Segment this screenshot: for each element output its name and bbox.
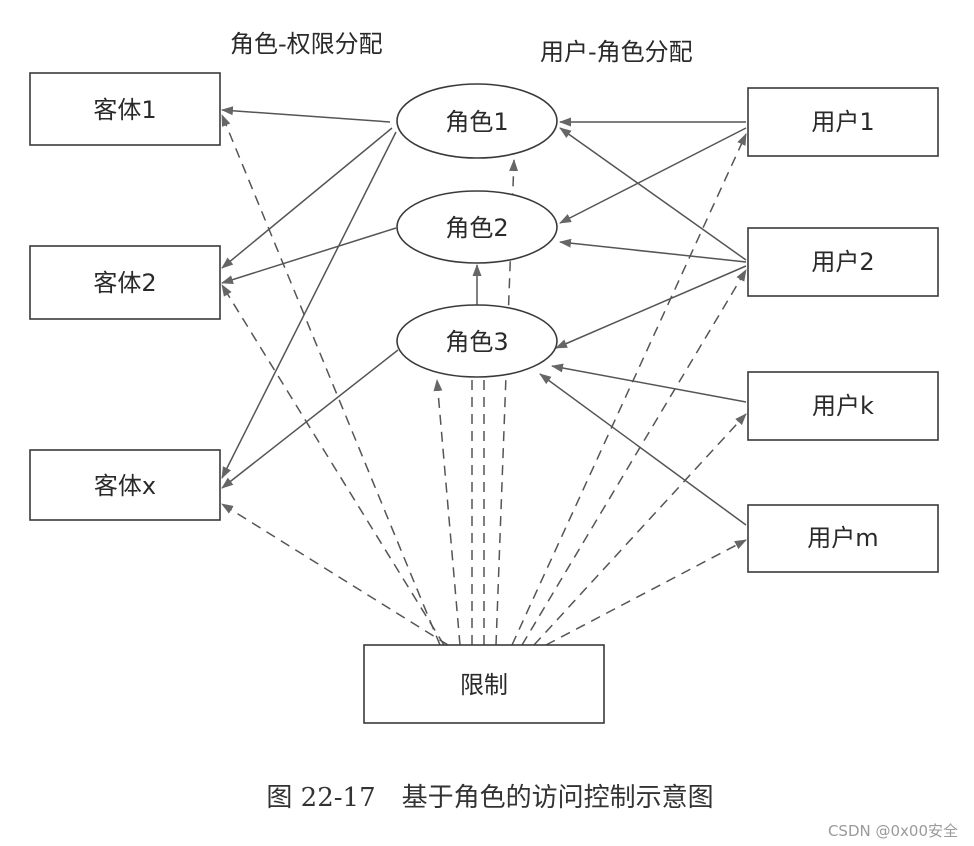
edge-user2-role3 xyxy=(555,265,747,349)
header-role-permission: 角色-权限分配 xyxy=(230,30,383,58)
role-label-3: 角色3 xyxy=(445,328,508,356)
role-label-2: 角色2 xyxy=(445,214,508,242)
dash-role3-a xyxy=(433,379,461,646)
user-box-k: 用户k xyxy=(747,371,939,441)
role-node-3: 角色3 xyxy=(396,304,558,378)
edge-userk-role3 xyxy=(551,363,747,403)
dash-role1 xyxy=(495,159,519,646)
constraint-box: 限制 xyxy=(363,644,605,724)
object-label-x: 客体x xyxy=(94,472,156,500)
watermark: CSDN @0x00安全 xyxy=(828,822,958,840)
dash-objectx xyxy=(221,503,449,646)
edge-userm-role3 xyxy=(539,373,747,526)
object-label-1: 客体1 xyxy=(93,96,156,124)
dash-object2 xyxy=(221,284,445,646)
object-box-x: 客体x xyxy=(29,449,221,521)
user-label-1: 用户1 xyxy=(811,108,874,136)
role-node-1: 角色1 xyxy=(396,83,558,159)
role-object-edges xyxy=(221,106,399,489)
user-label-m: 用户m xyxy=(807,524,878,552)
edge-role2-object2 xyxy=(221,227,397,284)
edge-user2-role2 xyxy=(559,238,747,263)
edge-role1-object1 xyxy=(221,106,391,123)
role-label-1: 角色1 xyxy=(445,108,508,136)
header-user-role: 用户-角色分配 xyxy=(540,38,693,66)
edge-user2-role1 xyxy=(559,127,747,261)
edge-role3-objectx xyxy=(221,349,399,489)
dash-user1 xyxy=(511,133,747,646)
dash-userk xyxy=(533,413,747,646)
user-box-2: 用户2 xyxy=(747,227,939,297)
user-label-k: 用户k xyxy=(812,392,874,420)
figure-caption: 图 22-17 基于角色的访问控制示意图 xyxy=(266,783,713,813)
object-box-2: 客体2 xyxy=(29,245,221,320)
dash-userm xyxy=(545,539,747,646)
object-box-1: 客体1 xyxy=(29,72,221,146)
constraint-label: 限制 xyxy=(460,671,508,699)
user-box-1: 用户1 xyxy=(747,87,939,157)
user-role-edges xyxy=(539,117,747,526)
edge-user1-role2 xyxy=(559,127,747,224)
edge-role1-object2 xyxy=(221,127,393,269)
role-node-2: 角色2 xyxy=(396,190,558,264)
constraint-edges xyxy=(221,114,747,646)
user-box-m: 用户m xyxy=(747,504,939,573)
object-label-2: 客体2 xyxy=(93,269,156,297)
user-label-2: 用户2 xyxy=(811,248,874,276)
edge-role1-objectx xyxy=(221,131,397,479)
dash-user2 xyxy=(521,269,747,646)
dash-object1 xyxy=(221,114,441,646)
